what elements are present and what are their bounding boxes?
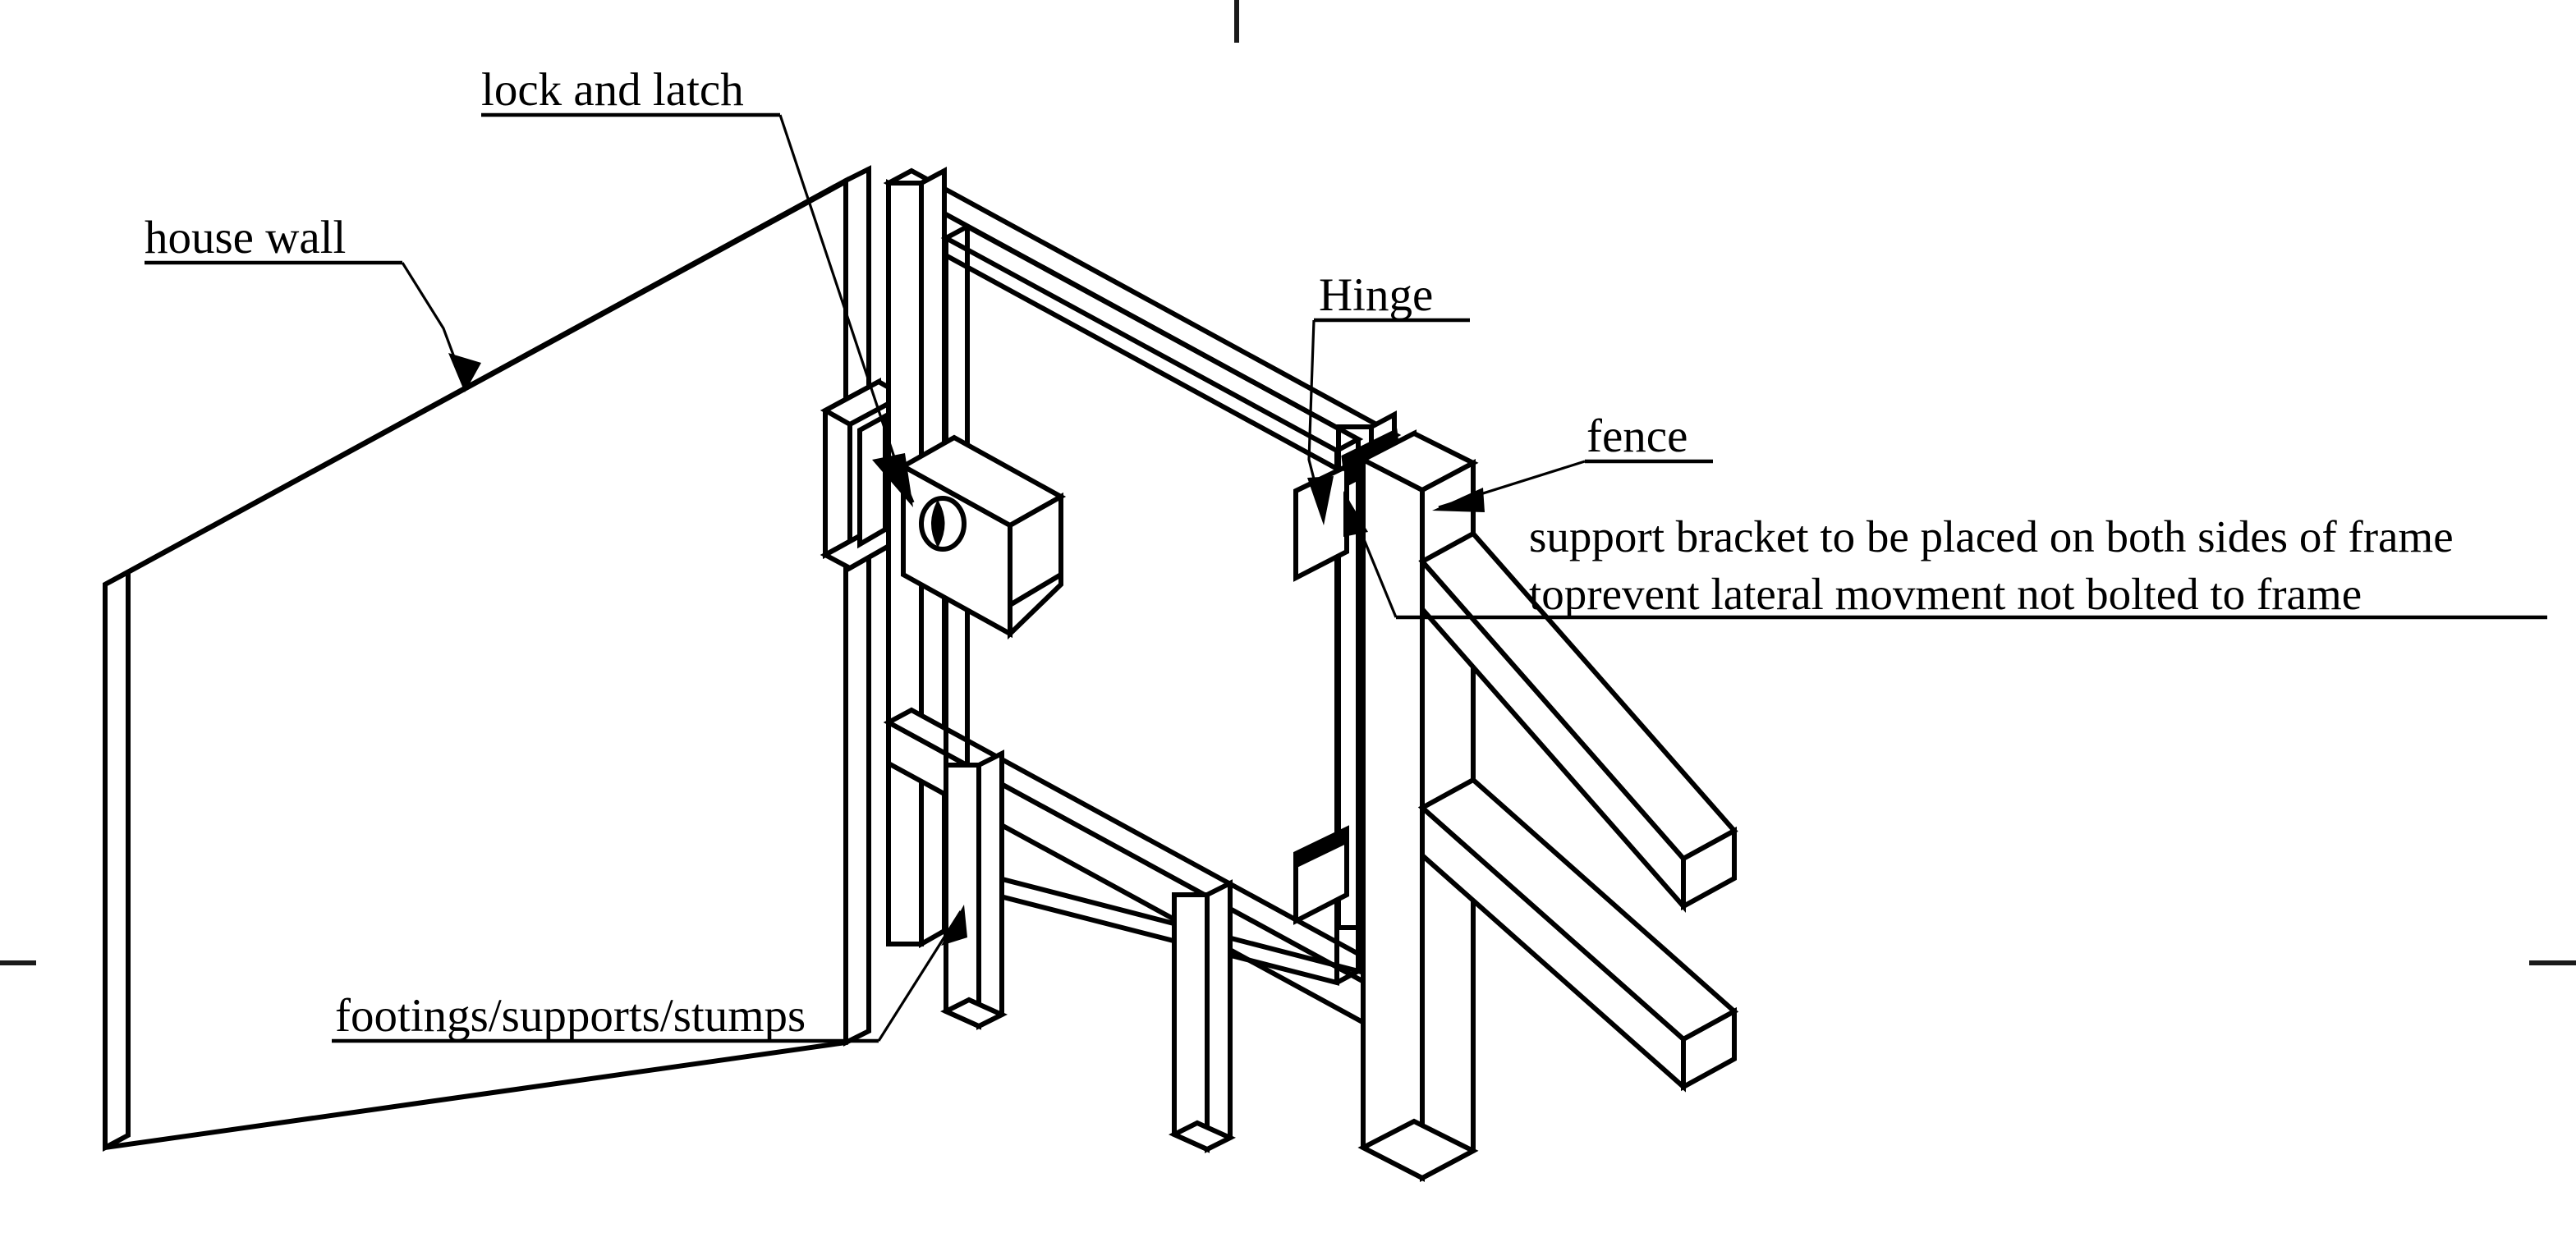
note-support-bracket-line-1: support bracket to be placed on both sid… (1529, 511, 2454, 561)
leader-fence (1432, 459, 1713, 512)
stump-left-bottom (940, 997, 1008, 1029)
leader-lock-and-latch (481, 112, 915, 507)
gate-inner-frame-bottom-2 (1335, 969, 1360, 985)
stump-left (940, 749, 1008, 1030)
leader-hinge (1307, 318, 1470, 525)
house-wall-right-edge (843, 165, 871, 1047)
footings-arrowhead (941, 905, 967, 946)
lock-keyhole-slot-icon (931, 499, 945, 548)
fence-rail-upper-end (1681, 826, 1737, 911)
fence-post-bottom (1357, 1118, 1479, 1181)
fence-rail-upper (1418, 530, 1738, 913)
footings-leader-line (877, 910, 962, 1042)
hinge-upper-plate (1293, 462, 1349, 582)
label-footings: footings/supports/stumps (335, 990, 806, 1042)
fence-arrowhead (1432, 488, 1485, 512)
lock-and-latch-arrowhead (872, 453, 913, 507)
stump-right-side (1205, 879, 1233, 1153)
fence-rail-lower (1417, 777, 1739, 1093)
house-wall-left-edge (103, 567, 131, 1153)
fence-post-front (1361, 456, 1425, 1182)
leader-footings (332, 905, 967, 1043)
house-wall-panel (103, 165, 871, 1153)
fence-rail-lower-end (1681, 1006, 1737, 1092)
latch-keeper-slot (857, 411, 888, 549)
hinge-lower-knuckle (1294, 827, 1348, 869)
stump-left-front (944, 763, 981, 1030)
leader-support-bracket (1343, 491, 2547, 620)
stump-right (1169, 879, 1236, 1153)
lock-box-end-lower (1008, 570, 1063, 640)
stump-right-bottom (1169, 1120, 1236, 1153)
label-hinge: Hinge (1319, 269, 1433, 321)
registration-marks (0, 0, 2576, 965)
stump-right-front (1172, 892, 1210, 1153)
lock-box (898, 434, 1067, 640)
label-house-wall: house wall (145, 212, 346, 264)
note-support-bracket-line-2: toprevent lateral movment not bolted to … (1529, 569, 2362, 619)
house-wall-arrowhead (448, 353, 481, 392)
hinge-plate-lower (1293, 825, 1349, 925)
leader-house-wall (145, 260, 481, 392)
hinge-arrowhead (1307, 476, 1334, 525)
label-fence: fence (1586, 410, 1687, 462)
label-lock-and-latch: lock and latch (481, 64, 744, 116)
stump-left-side (976, 749, 1004, 1030)
support-bracket-arrowhead (1343, 491, 1368, 537)
